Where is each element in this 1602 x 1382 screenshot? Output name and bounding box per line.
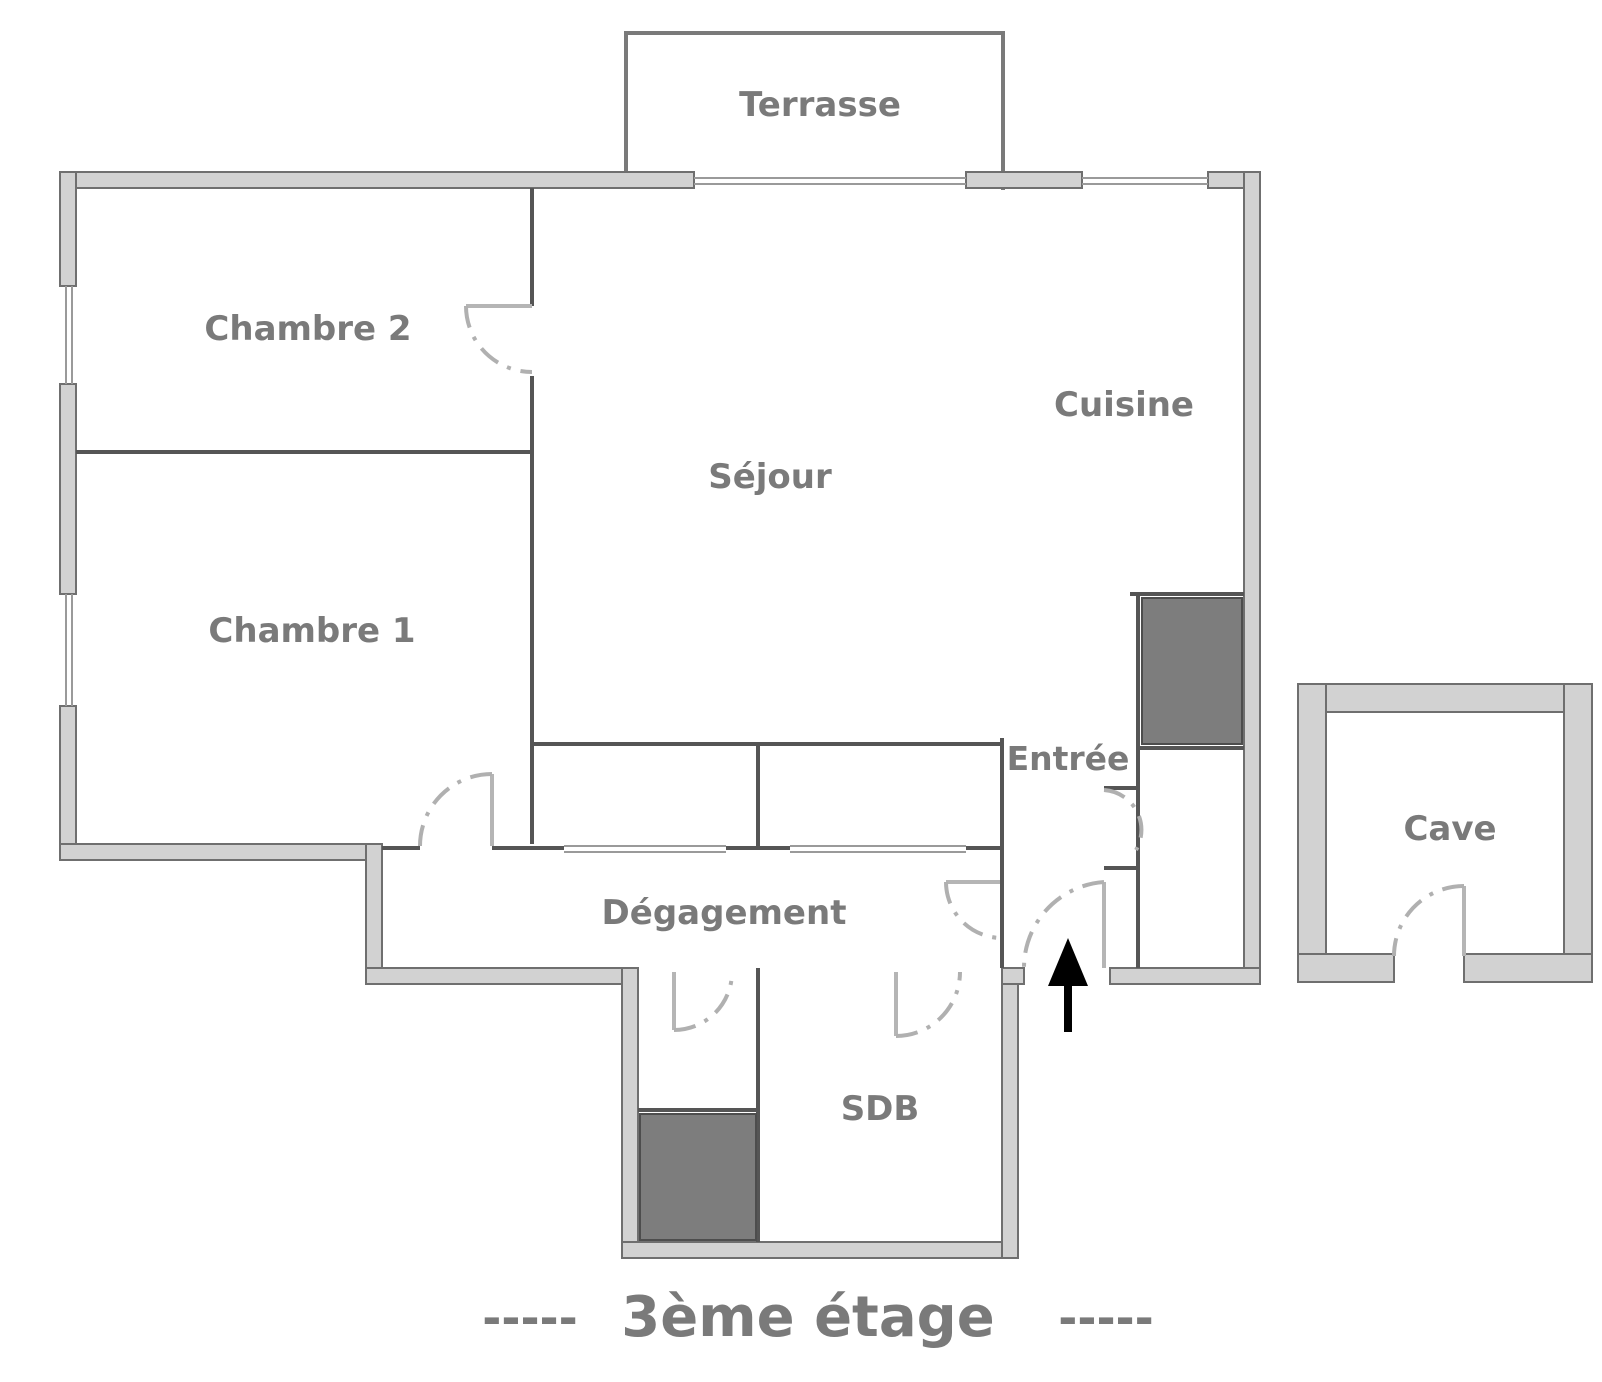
terrace — [624, 31, 1005, 190]
shafts — [639, 597, 1243, 1241]
room-label-sdb: SDB — [841, 1089, 920, 1129]
doors — [418, 304, 1144, 1038]
floor-label-dashes-left: ----- — [482, 1291, 577, 1345]
room-label-chambre-2: Chambre 2 — [204, 309, 411, 349]
up-arrow-icon — [1048, 938, 1088, 1032]
floor-label-dashes-right: ----- — [1058, 1291, 1153, 1345]
room-label-sejour: Séjour — [708, 457, 832, 497]
cave-block — [1297, 683, 1593, 983]
windows — [65, 177, 1208, 706]
floor-label: 3ème étage — [621, 1285, 994, 1350]
shaft-entree — [1141, 597, 1243, 745]
shaft-wc — [639, 1113, 757, 1241]
room-label-chambre-1: Chambre 1 — [208, 611, 415, 651]
interior-walls — [76, 188, 1244, 1242]
room-label-terrasse: Terrasse — [739, 85, 901, 125]
room-label-degagement: Dégagement — [602, 893, 847, 933]
room-label-entree: Entrée — [1007, 739, 1130, 778]
room-label-cave: Cave — [1403, 809, 1496, 849]
exterior-walls — [59, 171, 1261, 1259]
room-label-cuisine: Cuisine — [1054, 385, 1194, 425]
